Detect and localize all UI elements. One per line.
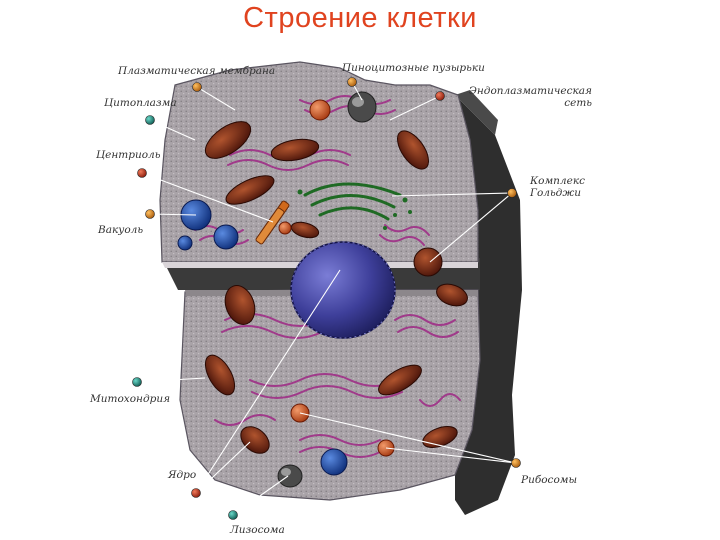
golgi-complex: [297, 182, 412, 230]
pin-ribosomes: [511, 458, 521, 468]
pin-er: [435, 91, 445, 101]
pin-centriole: [137, 168, 147, 178]
pin-cytoplasm: [145, 115, 155, 125]
centriole: [255, 200, 290, 245]
label-er-line2: сеть: [564, 97, 592, 109]
pinocytic-vesicles: [277, 91, 377, 488]
pin-golgi: [507, 188, 517, 198]
pin-markers: [132, 77, 521, 520]
mitochondrion: [290, 221, 320, 239]
pin-pinocytic: [347, 77, 357, 87]
pin-vacuole: [145, 209, 155, 219]
label-golgi-line1: Комплекс: [530, 175, 585, 187]
lysosome: [278, 221, 292, 235]
label-centriole: Центриоль: [96, 149, 161, 161]
mitochondrion: [204, 354, 236, 396]
mitochondrion: [396, 130, 430, 170]
pin-lysosome: [228, 510, 238, 520]
pin-plasma-membrane: [192, 82, 202, 92]
label-nucleus: Ядро: [168, 469, 197, 481]
pin-nucleus: [191, 488, 201, 498]
label-plasma-membrane: Плазматическая мембрана: [118, 65, 276, 77]
label-lysosome: Лизосома: [230, 524, 285, 536]
mitochondrion: [378, 364, 422, 396]
label-mitochondria: Митохондрия: [90, 393, 171, 405]
label-pinocytic-vesicles: Пиноцитозные пузырьки: [342, 62, 485, 74]
mitochondrion-section: [413, 247, 443, 277]
nucleus: [290, 241, 396, 339]
vacuole: [213, 224, 239, 250]
label-cytoplasm: Цитоплазма: [104, 97, 177, 109]
slide-title: Строение клетки: [243, 2, 477, 34]
mitochondrion: [204, 121, 252, 159]
vacuole: [177, 235, 193, 251]
pointer-lines: [136, 81, 517, 516]
mitochondrion: [422, 426, 458, 448]
label-golgi-line2: Гольджи: [530, 187, 582, 199]
lysosome: [309, 99, 331, 121]
pin-mitochondria: [132, 377, 142, 387]
label-ribosomes: Рибосомы: [521, 474, 578, 486]
mitochondrion: [436, 283, 468, 307]
lysosomes: [278, 99, 395, 457]
vacuole: [320, 448, 348, 476]
label-vacuole: Вакуоль: [98, 224, 144, 236]
mitochondria-group: [204, 121, 468, 454]
label-er-line1: Эндоплазматическая: [468, 85, 592, 97]
mitochondrion: [240, 426, 270, 454]
mitochondrion: [270, 138, 320, 162]
mitochondrion: [225, 175, 275, 205]
mitochondrion: [224, 285, 256, 325]
